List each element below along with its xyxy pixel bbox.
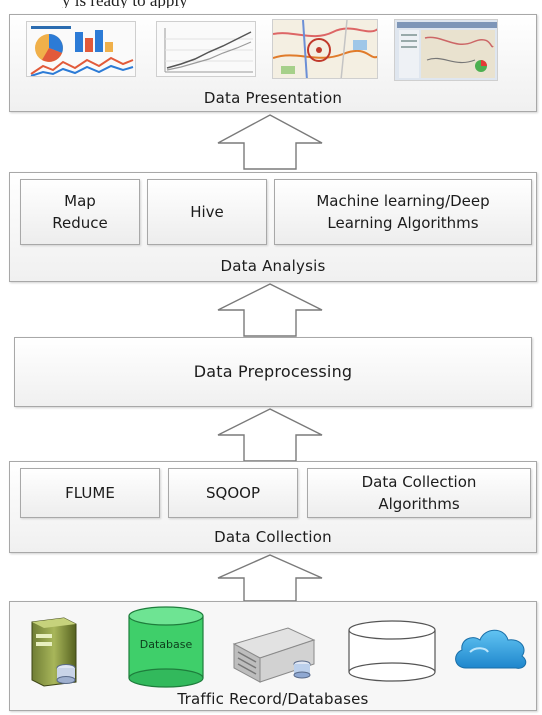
traffic-record-databases-label: Traffic Record/Databases — [177, 690, 369, 708]
ml-dl-algorithms-box: Machine learning/Deep Learning Algorithm… — [274, 179, 532, 245]
up-arrow-icon — [217, 408, 323, 462]
rack-server-icon — [232, 627, 316, 683]
up-arrow-icon — [217, 554, 323, 602]
cloud-icon — [455, 629, 527, 669]
data-presentation-layer: Data Presentation — [9, 14, 537, 112]
server-icon — [31, 617, 77, 687]
header-fragment: y is ready to apply — [0, 0, 542, 8]
data-presentation-label: Data Presentation — [203, 89, 343, 107]
data-preprocessing-label: Data Preprocessing — [193, 362, 353, 381]
data-collection-label: Data Collection — [214, 528, 332, 546]
sqoop-box: SQOOP — [168, 468, 298, 518]
map-thumbnail-icon — [272, 19, 378, 79]
hive-box: Hive — [147, 179, 267, 245]
traffic-record-databases-layer: Database Traffic Record/Databases — [9, 601, 537, 711]
data-collection-layer: FLUME SQOOP Data Collection Algorithms D… — [9, 461, 537, 553]
map-reduce-box: Map Reduce — [20, 179, 140, 245]
data-analysis-label: Data Analysis — [220, 257, 326, 275]
data-collection-algorithms-box: Data Collection Algorithms — [307, 468, 531, 518]
up-arrow-icon — [217, 114, 323, 170]
up-arrow-icon — [217, 283, 323, 337]
line-chart-thumbnail-icon — [156, 21, 256, 77]
data-analysis-layer: Map Reduce Hive Machine learning/Deep Le… — [9, 172, 537, 282]
flume-box: FLUME — [20, 468, 160, 518]
gis-app-thumbnail-icon — [394, 19, 498, 81]
database-icon: Database — [127, 606, 205, 688]
storage-disk-icon — [348, 620, 436, 682]
database-icon-label: Database — [139, 638, 193, 651]
dashboard-thumbnail-icon — [26, 21, 136, 77]
data-preprocessing-layer: Data Preprocessing — [14, 337, 532, 407]
